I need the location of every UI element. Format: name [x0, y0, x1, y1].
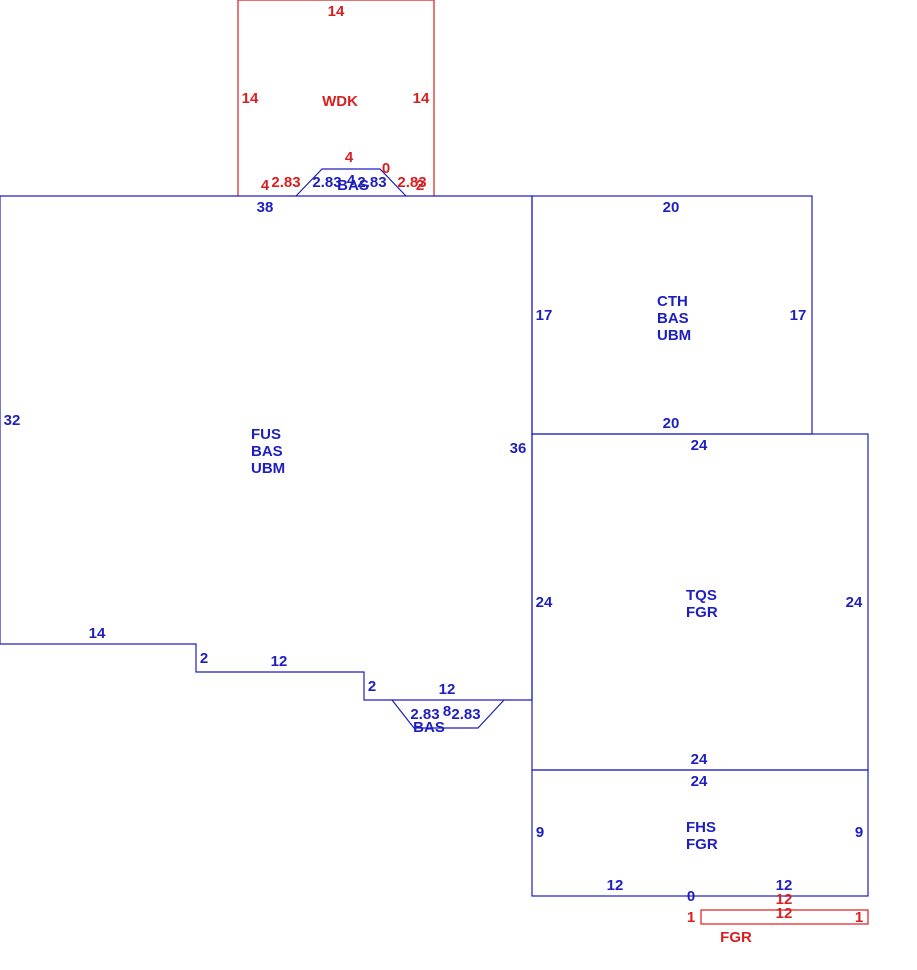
- fgr-strip-outline: [700, 909, 869, 925]
- bay-bottom-dim-right-diag: 2.83: [451, 706, 480, 723]
- cth-code-1: CTH: [657, 293, 688, 310]
- fus-code-1: FUS: [251, 426, 281, 443]
- bay-top-dim-right-diag: 2.83: [357, 174, 386, 191]
- tqs-dim-bottom: 24: [691, 751, 708, 768]
- bay-bottom-code: BAS: [413, 719, 445, 736]
- wdk-dim-top: 14: [328, 3, 345, 20]
- cth-code-3: UBM: [657, 327, 691, 344]
- tqs-dim-top: 24: [691, 437, 708, 454]
- fhs-dim-bottom-left: 12: [607, 877, 624, 894]
- tqs-code-1: TQS: [686, 587, 717, 604]
- bay-bottom-dim-left-diag: 2.83: [410, 706, 439, 723]
- fgr-strip-dim-bottom: 12: [776, 905, 793, 922]
- bay-bottom-outline: [391, 699, 505, 729]
- bay-bottom-dim-bottom: 8: [443, 703, 451, 720]
- fus-dim-step2-h: 2: [368, 678, 376, 695]
- fhs-dim-left: 9: [536, 824, 544, 841]
- fus-dim-bottom-left: 14: [89, 625, 106, 642]
- fgr-strip-dim-right: 1: [855, 909, 863, 926]
- cth-dim-right: 17: [790, 307, 807, 324]
- fus-dim-top: 38: [257, 199, 274, 216]
- fhs-dim-bottom-right: 12: [776, 877, 793, 894]
- fgr-strip-dim-left: 1: [687, 909, 695, 926]
- fus-code-3: UBM: [251, 460, 285, 477]
- fhs-dim-bottom-mid: 0: [687, 888, 695, 905]
- wdk-dim-left: 14: [242, 90, 259, 107]
- wdk-dim-notch-left-diag: 2.83: [271, 174, 300, 191]
- wdk-dim-notch-top: 4: [345, 149, 354, 166]
- bay-top-dim-left-diag: 2.83: [312, 174, 341, 191]
- tqs-code-2: FGR: [686, 604, 718, 621]
- bay-top-code: BAS: [337, 177, 369, 194]
- wdk-outline: [237, 0, 435, 196]
- fus-dim-step2-w: 12: [439, 681, 456, 698]
- bay-top-dim-top: 4: [347, 172, 356, 189]
- fgr-strip-dim-top: 12: [776, 891, 793, 908]
- fus-dim-right: 36: [510, 440, 527, 457]
- bay-top-outline: [295, 168, 407, 197]
- fhs-dim-top: 24: [691, 773, 708, 790]
- cth-code-2: BAS: [657, 310, 689, 327]
- wdk-code: WDK: [322, 93, 358, 110]
- tqs-dim-left: 24: [536, 594, 553, 611]
- fhs-code-2: FGR: [686, 836, 718, 853]
- fhs-outline: [531, 769, 869, 897]
- fhs-dim-right: 9: [855, 824, 863, 841]
- fus-code-2: BAS: [251, 443, 283, 460]
- wdk-dim-notch-left-side: 4: [261, 177, 270, 194]
- cth-dim-bottom: 20: [663, 415, 680, 432]
- fhs-code-1: FHS: [686, 819, 716, 836]
- fus-dim-step1-w: 12: [271, 653, 288, 670]
- cth-dim-top: 20: [663, 199, 680, 216]
- wdk-dim-notch-right-side: 2: [416, 177, 424, 194]
- tqs-dim-right: 24: [846, 594, 863, 611]
- fus-dim-step1-h: 2: [200, 650, 208, 667]
- wdk-dim-notch-right-diag: 2.83: [397, 174, 426, 191]
- cth-dim-left: 17: [536, 307, 553, 324]
- wdk-dim-right: 14: [413, 90, 430, 107]
- fgr-strip-code: FGR: [720, 929, 752, 946]
- wdk-dim-notch-zero: 0: [382, 160, 390, 177]
- fus-dim-left: 32: [4, 412, 21, 429]
